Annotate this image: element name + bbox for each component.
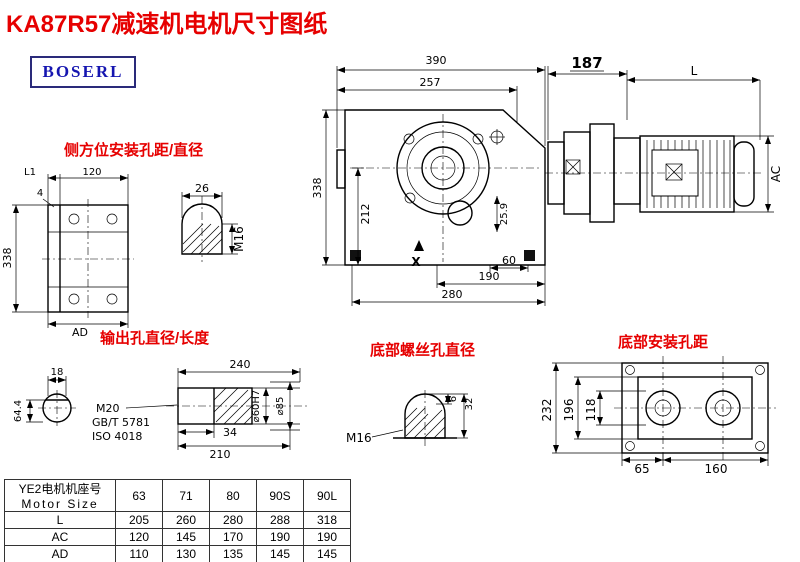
dim-390: 390 [426,54,447,67]
dim-60h7: ⌀60H7 [251,390,262,423]
row-label: AC [4,528,116,546]
label-output-hole: 输出孔直径/长度 [100,330,210,347]
table-cell-size: 71 [162,479,210,512]
table-cell: 190 [256,528,304,546]
table-cell: 120 [115,528,163,546]
label-bottom-screw: 底部螺丝孔直径 [370,342,476,359]
dim-64-4: 64.4 [13,400,24,422]
table-cell-size: 90L [303,479,351,512]
motor-rear-cap [733,141,755,207]
bottom-mount-view: 232 196 118 65 160 [540,356,776,476]
table-cell: 318 [303,511,351,529]
table-cell: 135 [209,545,257,562]
table-cell: 170 [209,528,257,546]
table-cell: 145 [303,545,351,562]
dim-l1: L1 [24,167,36,178]
table-cell: 205 [115,511,163,529]
gearbox-outline [344,109,546,266]
side-mount-view: L1 120 4 338 AD [1,167,134,339]
dim-232: 232 [540,399,554,422]
motor-size-table: YE2电机机座号 Motor Size 63 71 80 90S 90L L 2… [4,479,351,562]
dim-210: 210 [210,448,231,461]
dim-65: 65 [634,462,649,476]
dim-240: 240 [230,358,251,371]
table-row: AC 120 145 170 190 190 [4,528,351,546]
output-shaft-views: 18 64.4 ⌀60H7 ⌀85 240 [13,358,308,461]
brand-logo: BOSERL [30,56,136,88]
header-en: Motor Size [21,497,99,511]
dim-120: 120 [82,167,101,178]
table-cell: 130 [162,545,210,562]
table-cell: 145 [256,545,304,562]
dim-32: 32 [464,398,475,411]
dim-34: 34 [223,426,237,439]
dim-ac: AC [769,166,783,182]
dim-196: 196 [562,399,576,422]
dim-18: 18 [51,367,64,378]
dim-187: 187 [571,54,602,72]
label-iso: ISO 4018 [92,430,142,443]
label-m20: M20 [96,402,120,415]
dim-280: 280 [442,288,463,301]
gearbox-front-view: X 390 257 338 212 25.9 60 190 [311,54,546,306]
table-cell: 110 [115,545,163,562]
dim-26: 26 [195,182,209,195]
dim-338-side: 338 [1,248,14,269]
dim-25-9: 25.9 [499,203,510,225]
motor-side-view: 187 L AC [545,54,783,223]
page-title: KA87R57减速机电机尺寸图纸 [6,11,328,38]
dim-190: 190 [479,270,500,283]
technical-drawing: X 390 257 338 212 25.9 60 190 [1,54,783,476]
dim-160: 160 [705,462,728,476]
dim-ad: AD [72,326,88,339]
label-gb: GB/T 5781 [92,416,150,429]
table-row: L 205 260 280 288 318 [4,511,351,529]
x-marker-arrow [414,240,424,251]
dim-4: 4 [37,188,43,199]
row-label: AD [4,545,116,562]
dim-60: 60 [502,254,516,267]
dim-m16-screw: M16 [346,431,372,445]
table-header-cell: YE2电机机座号 Motor Size [4,479,116,512]
table-header-row: YE2电机机座号 Motor Size 63 71 80 90S 90L [4,479,351,512]
table-cell: 288 [256,511,304,529]
table-row: AD 110 130 135 145 145 [4,545,351,562]
dim-338-front: 338 [311,178,324,199]
table-cell: 190 [303,528,351,546]
dim-m16-keyhole: M16 [232,226,246,252]
label-bottom-mount: 底部安装孔距 [618,334,709,351]
dim-257: 257 [420,76,441,89]
dim-118: 118 [584,399,598,422]
header-cn: YE2电机机座号 [18,482,102,496]
dim-212: 212 [359,204,372,225]
dim-85: ⌀85 [275,397,286,416]
bottom-screw-view: 6 32 M16 [346,390,475,446]
side-hole-detail: 26 M16 [181,182,246,262]
dim-l: L [691,64,698,78]
dim-x: X [411,255,421,269]
table-cell: 260 [162,511,210,529]
row-label: L [4,511,116,529]
label-side-mount: 侧方位安装孔距/直径 [64,142,204,159]
dim-6: 6 [448,396,459,402]
table-cell: 280 [209,511,257,529]
table-cell-size: 63 [115,479,163,512]
table-cell-size: 80 [209,479,257,512]
table-cell-size: 90S [256,479,304,512]
table-cell: 145 [162,528,210,546]
